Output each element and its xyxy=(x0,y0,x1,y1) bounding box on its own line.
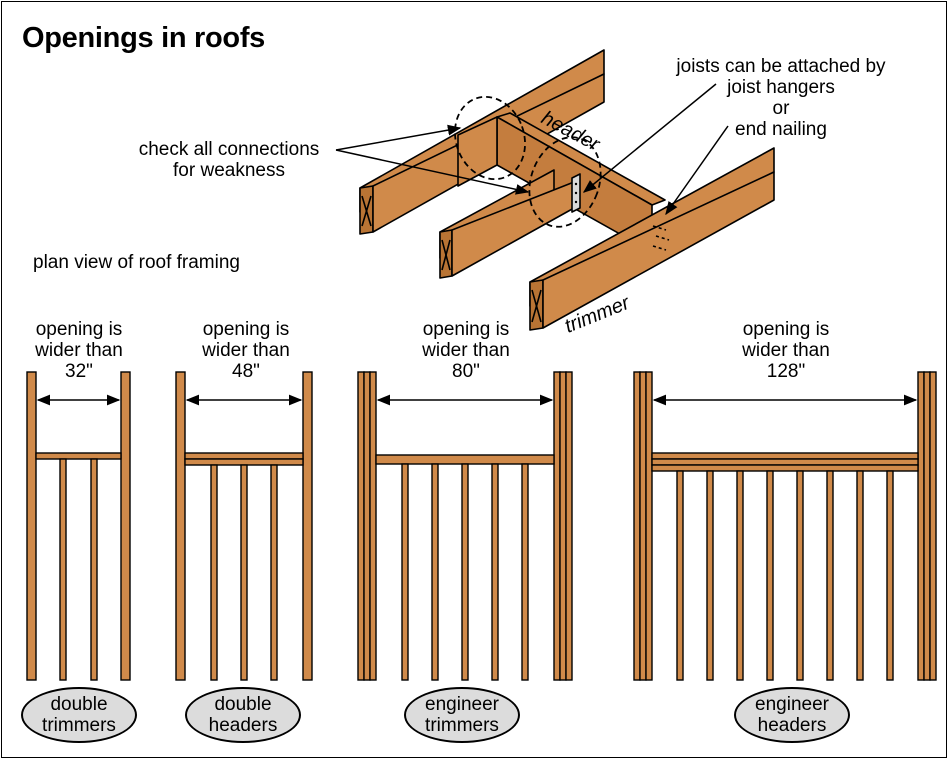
badge-engineer-headers: engineer headers xyxy=(734,687,850,743)
badge-engineer-trimmers: engineer trimmers xyxy=(404,687,520,743)
joists-line-3: or xyxy=(772,98,790,119)
panel-3-line-1: opening is xyxy=(422,319,510,340)
joists-line-2: joist hangers xyxy=(727,77,835,98)
panel-3-framing xyxy=(357,371,573,681)
joists-callout: joists can be attached by joist hangers … xyxy=(656,56,906,140)
joist-middle xyxy=(439,169,575,279)
badge-double-headers: double headers xyxy=(185,687,301,743)
badge-double-trimmers: double trimmers xyxy=(21,687,137,743)
panel-3-size: 80" xyxy=(452,361,480,382)
badge-3-line-2: trimmers xyxy=(425,715,499,736)
panel-3-line-2: wider than xyxy=(422,340,510,361)
trimmer-joist xyxy=(529,147,775,331)
panel-4-size: 128" xyxy=(766,361,806,382)
panel-2-line-2: wider than xyxy=(202,340,290,361)
panel-4-line-1: opening is xyxy=(742,319,830,340)
connections-line-1: check all connections xyxy=(138,139,320,160)
connections-callout: check all connections for weakness xyxy=(120,139,338,181)
badge-4-line-1: engineer xyxy=(755,694,829,715)
panel-4-framing xyxy=(633,371,937,681)
panel-1-framing xyxy=(26,371,131,681)
panel-3-caption: opening is wider than 80" xyxy=(404,319,528,382)
panel-1-line-2: wider than xyxy=(35,340,123,361)
diagram-title: Openings in roofs xyxy=(22,22,266,54)
panel-2-line-1: opening is xyxy=(202,319,290,340)
panel-1-line-1: opening is xyxy=(35,319,123,340)
badge-2-line-1: double xyxy=(214,694,272,715)
panel-2-framing xyxy=(175,371,313,681)
panel-2-size: 48" xyxy=(232,361,260,382)
joists-line-1: joists can be attached by xyxy=(676,56,886,77)
panel-2-caption: opening is wider than 48" xyxy=(184,319,308,382)
panel-1-caption: opening is wider than 32" xyxy=(18,319,140,382)
panel-4-line-2: wider than xyxy=(742,340,830,361)
tail-joist xyxy=(457,116,498,187)
plan-view-label: plan view of roof framing xyxy=(33,252,240,273)
badge-1-line-2: trimmers xyxy=(42,715,116,736)
joists-line-4: end nailing xyxy=(735,119,827,140)
panel-4-caption: opening is wider than 128" xyxy=(724,319,848,382)
badge-4-line-2: headers xyxy=(757,715,827,736)
panel-1-size: 32" xyxy=(65,361,93,382)
connections-line-2: for weakness xyxy=(173,160,285,181)
badge-3-line-1: engineer xyxy=(425,694,499,715)
joist-hanger-icon xyxy=(571,173,581,213)
connection-circle-2 xyxy=(528,136,602,228)
badge-1-line-1: double xyxy=(50,694,108,715)
badge-2-line-2: headers xyxy=(208,715,278,736)
